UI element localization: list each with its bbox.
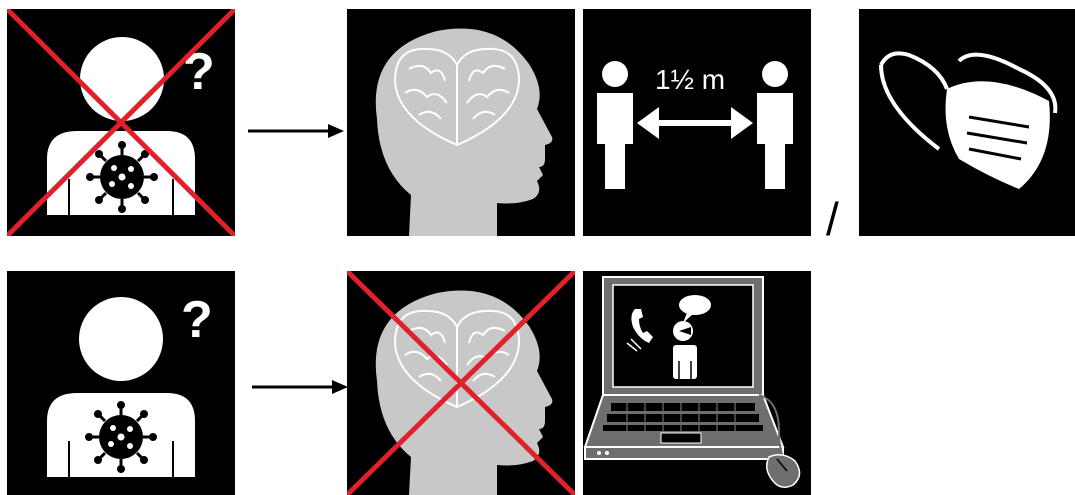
head-with-brain-icon (347, 9, 575, 236)
row1-head-tile (347, 9, 575, 236)
face-mask-icon (859, 9, 1075, 236)
arrow-right-icon (248, 122, 344, 140)
row2-head-tile (347, 271, 575, 495)
or-separator: / (826, 196, 839, 242)
row1-mask-tile (859, 9, 1075, 236)
row1-distance-tile: 1½ m (583, 9, 811, 236)
laptop-video-call-icon (583, 271, 811, 495)
question-mark: ? (181, 291, 213, 349)
person-with-virus-question-icon: ? (7, 271, 235, 495)
social-distance-icon: 1½ m (583, 9, 811, 236)
double-arrow-icon (637, 107, 753, 139)
virus-icon (85, 401, 157, 473)
row2-laptop-tile (583, 271, 811, 495)
arrow-right-icon (252, 378, 348, 396)
person-left-icon (597, 61, 633, 189)
distance-label: 1½ m (655, 64, 725, 95)
row1-person-tile: ? (7, 9, 235, 236)
row2-person-tile: ? (7, 271, 235, 495)
touchpad (661, 433, 701, 443)
head-with-brain-icon (347, 271, 575, 495)
person-with-virus-question-icon: ? (7, 9, 235, 236)
question-mark: ? (183, 43, 215, 101)
person-right-icon (757, 61, 793, 189)
